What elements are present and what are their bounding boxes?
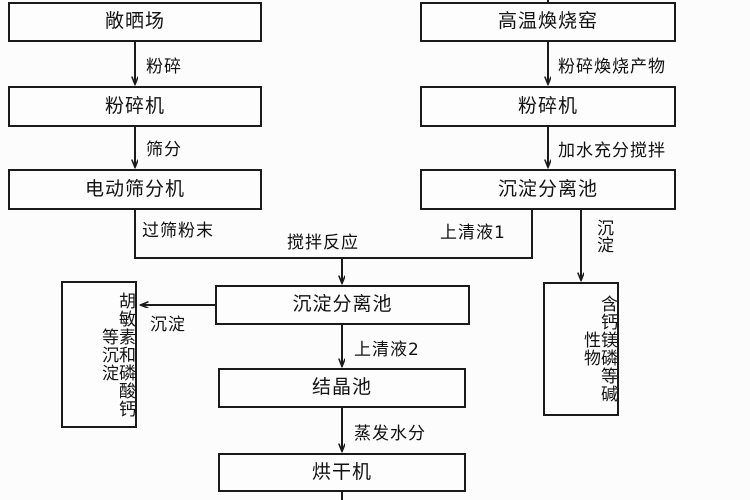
node-calcining-kiln[interactable]: 高温煥烧窑 bbox=[420, 2, 676, 42]
node-label: 含钙镁磷等碱性物 bbox=[580, 295, 617, 403]
node-label: 粉碎机 bbox=[517, 94, 578, 117]
node-settling-tank-right[interactable]: 沉淀分离池 bbox=[420, 169, 676, 210]
node-label: 沉淀分离池 bbox=[292, 293, 393, 316]
node-electric-sieve[interactable]: 电动筛分机 bbox=[8, 169, 262, 210]
node-dryer[interactable]: 烘干机 bbox=[218, 453, 466, 492]
node-label: 胡敏素和磷酸钙等沉淀 bbox=[98, 291, 135, 418]
edge-label-evaporate-water: 蒸发水分 bbox=[354, 424, 426, 444]
node-crusher-left[interactable]: 粉碎机 bbox=[8, 86, 262, 127]
edge-label-supernatant-1: 上清液1 bbox=[440, 223, 506, 243]
node-alkaline-substance[interactable]: 含钙镁磷等碱性物 bbox=[543, 282, 619, 416]
node-label: 沉淀分离池 bbox=[497, 177, 598, 200]
node-label: 高温煥烧窑 bbox=[497, 10, 598, 33]
node-label: 敞晒场 bbox=[104, 10, 165, 33]
edge-label-precipitate-left: 沉淀 bbox=[150, 315, 186, 335]
edge-label-crush-calcined-product: 粉碎煥烧产物 bbox=[558, 57, 666, 77]
edge-label-precipitate-right: 沉淀 bbox=[593, 219, 613, 253]
node-label: 电动筛分机 bbox=[84, 177, 185, 200]
edge-label-sieved-powder: 过筛粉末 bbox=[142, 221, 214, 241]
node-label: 粉碎机 bbox=[104, 94, 165, 117]
edge-label-stir-reaction: 搅拌反应 bbox=[287, 233, 359, 253]
node-sun-drying-yard[interactable]: 敞晒场 bbox=[8, 2, 262, 42]
edge-label-supernatant-2: 上清液2 bbox=[354, 340, 420, 360]
node-humic-precipitate[interactable]: 胡敏素和磷酸钙等沉淀 bbox=[61, 281, 137, 428]
node-label: 烘干机 bbox=[311, 460, 372, 483]
edge-label-add-water-stir: 加水充分搅拌 bbox=[558, 141, 666, 161]
node-crystallization-pond[interactable]: 结晶池 bbox=[218, 368, 466, 408]
node-crusher-right[interactable]: 粉碎机 bbox=[420, 86, 676, 127]
edge-label-sieve: 筛分 bbox=[146, 140, 182, 160]
edge-label-crush: 粉碎 bbox=[146, 57, 182, 77]
node-settling-tank-mid[interactable]: 沉淀分离池 bbox=[215, 285, 470, 325]
node-label: 结晶池 bbox=[311, 376, 372, 399]
